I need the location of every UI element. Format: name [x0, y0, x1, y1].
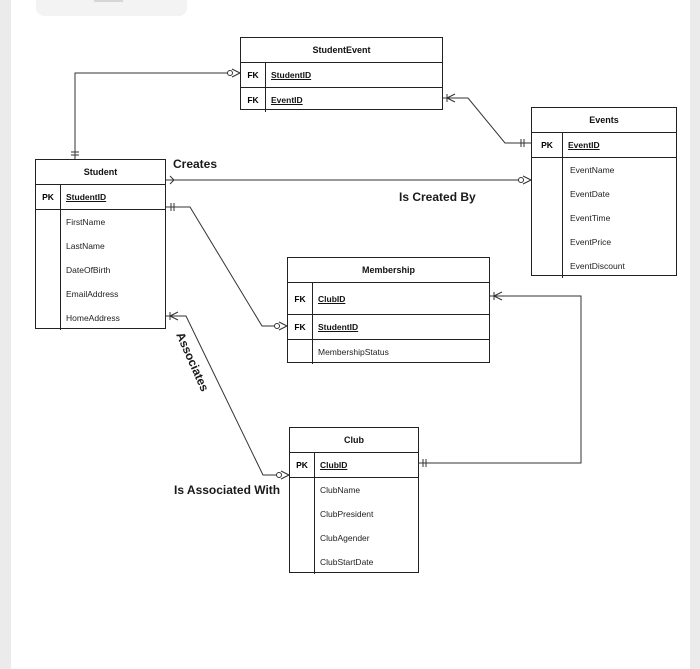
entity-student: Student PK StudentID FirstName LastName … [35, 159, 166, 330]
attribute: EventPrice [570, 237, 612, 247]
entity-membership: Membership FK ClubID FK StudentID Member… [287, 257, 490, 364]
attribute: ClubAgender [320, 533, 370, 543]
attribute: EmailAddress [66, 289, 119, 299]
attribute: EventTime [570, 213, 611, 223]
entity-title: StudentEvent [241, 38, 442, 63]
key-name: EventID [568, 140, 600, 150]
attribute: FirstName [66, 217, 106, 227]
key-type: PK [36, 185, 61, 209]
mark-club-many [280, 470, 290, 480]
attribute: HomeAddress [66, 313, 120, 323]
entity-title: Events [532, 108, 676, 133]
key-name: ClubID [320, 460, 348, 470]
column-divider [60, 210, 61, 330]
label-is-associated-with: Is Associated With [174, 483, 281, 497]
mark-events-optional [518, 177, 524, 183]
mark-club-optional [276, 472, 282, 478]
key-name: StudentID [318, 322, 359, 332]
mark-club-one [422, 459, 427, 467]
mark-membership-clubid [493, 291, 503, 301]
entity-events: Events PK EventID EventName EventDate Ev… [531, 107, 677, 278]
key-row: FK EventID [241, 88, 442, 112]
entity-title: Membership [288, 258, 489, 283]
connector-studentevent-events [443, 97, 531, 144]
mark-membership-optional [274, 323, 280, 329]
attribute: EventDate [570, 189, 610, 199]
key-name: ClubID [318, 293, 346, 304]
mark-student-top-one [71, 151, 79, 156]
label-creates: Creates [173, 157, 218, 171]
attribute: LastName [66, 241, 105, 251]
mark-student-one [170, 203, 175, 211]
connector-club-membership [419, 295, 582, 464]
attribute-list: MembershipStatus [288, 340, 489, 364]
column-divider [562, 158, 563, 278]
top-card [36, 0, 187, 16]
key-name: StudentID [66, 192, 107, 202]
connector-student-studentevent [74, 72, 230, 159]
key-name: StudentID [271, 70, 312, 80]
entity-title: Student [36, 160, 165, 185]
key-row: FK StudentID [241, 63, 442, 88]
attribute: EventName [570, 165, 615, 175]
attribute: DateOfBirth [66, 265, 111, 275]
key-type: FK [241, 63, 266, 87]
attribute: ClubName [320, 485, 361, 495]
key-type: FK [241, 88, 266, 112]
entity-club: Club PK ClubID ClubName ClubPresident Cl… [289, 427, 419, 574]
mark-studentevent-eventid-one [446, 93, 456, 103]
connector-student-club [166, 315, 281, 476]
top-card-mark [94, 0, 123, 2]
key-type: FK [288, 283, 313, 314]
key-type: PK [290, 453, 315, 477]
connector-student-membership [166, 206, 280, 327]
attribute-list: EventName EventDate EventTime EventPrice… [532, 158, 676, 278]
mark-membership-many [278, 321, 288, 331]
key-row: PK StudentID [36, 185, 165, 210]
mark-studentevent-optional [227, 70, 233, 76]
attribute: ClubStartDate [320, 557, 374, 567]
column-divider [312, 340, 313, 364]
attribute: EventDiscount [570, 261, 625, 271]
column-divider [314, 478, 315, 574]
entity-title: Club [290, 428, 418, 453]
mark-student-creates [169, 175, 175, 185]
attribute: ClubPresident [320, 509, 374, 519]
label-is-created-by: Is Created By [399, 190, 476, 204]
key-type: FK [288, 315, 313, 339]
key-row: FK ClubID [288, 283, 489, 315]
mark-events-many [522, 175, 532, 185]
key-row: PK ClubID [290, 453, 418, 478]
key-row: FK StudentID [288, 315, 489, 340]
mark-student-associates [169, 311, 179, 321]
entity-studentevent: StudentEvent FK StudentID FK EventID [240, 37, 443, 112]
attribute-list: ClubName ClubPresident ClubAgender ClubS… [290, 478, 418, 574]
attribute: MembershipStatus [318, 347, 389, 357]
key-row: PK EventID [532, 133, 676, 158]
mark-studentevent-many [231, 68, 241, 78]
attribute-list: FirstName LastName DateOfBirth EmailAddr… [36, 210, 165, 330]
mark-events-one [520, 139, 525, 147]
key-type: PK [532, 133, 563, 157]
key-name: EventID [271, 95, 303, 105]
